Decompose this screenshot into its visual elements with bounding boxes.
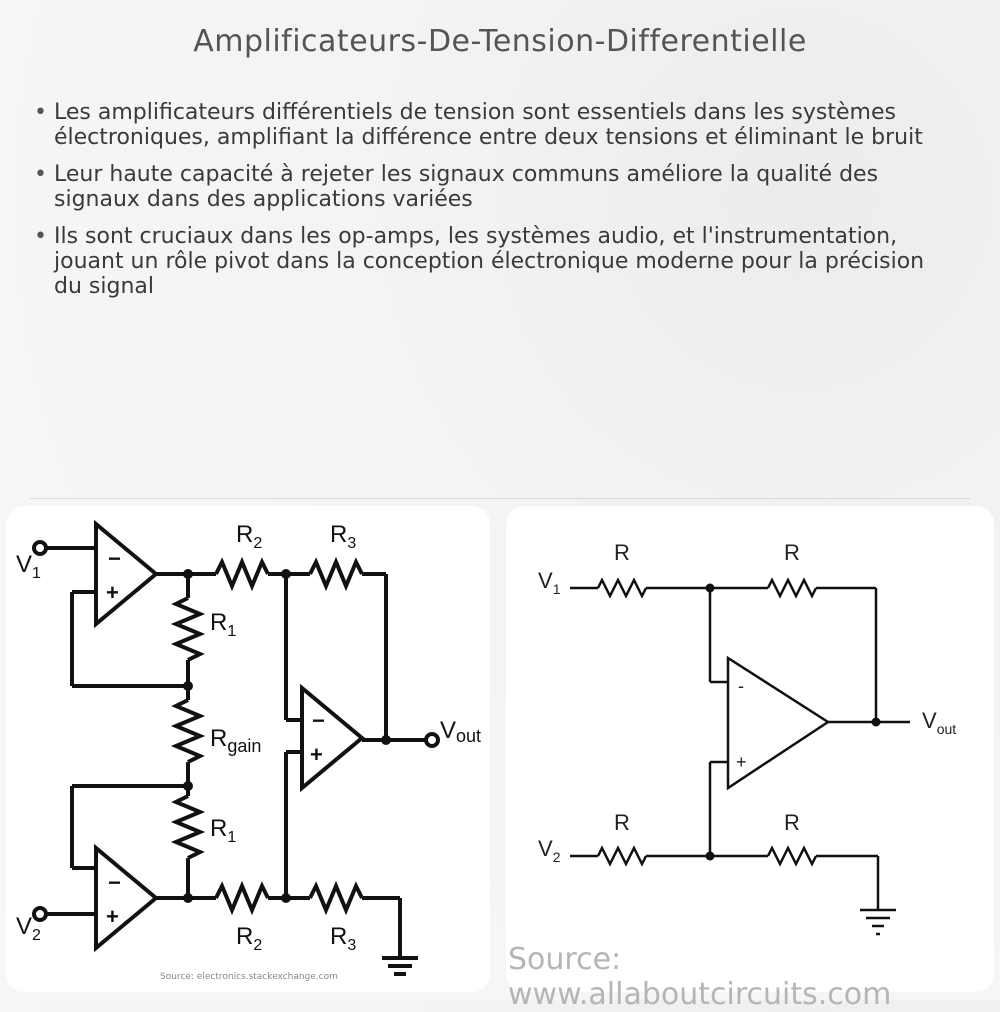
v2-terminal bbox=[32, 906, 48, 922]
node-dot bbox=[183, 681, 193, 691]
page-title: Amplificateurs-De-Tension-Differentielle bbox=[193, 24, 807, 59]
r2-bottom-label: R2 bbox=[236, 923, 262, 954]
difference-amplifier-panel: R R R R V1 V2 Vout - + bbox=[506, 506, 994, 992]
section-divider bbox=[30, 498, 970, 499]
opamp-plus: + bbox=[736, 752, 747, 772]
r-label: R bbox=[784, 540, 800, 565]
opamp bbox=[726, 655, 831, 791]
r1-bottom-label: R1 bbox=[210, 815, 236, 846]
v1-label: V1 bbox=[16, 551, 41, 582]
opamp-top bbox=[94, 519, 160, 629]
bullet-icon: • bbox=[34, 100, 47, 125]
opamp-bottom-minus: − bbox=[108, 870, 121, 895]
opamp-output bbox=[300, 683, 366, 793]
instrumentation-amplifier-panel: − + − + − + V1 V2 R2 R3 R1 Rgain R1 R2 R… bbox=[6, 506, 490, 992]
v2-label: V2 bbox=[16, 913, 41, 944]
r2-top-label: R2 bbox=[236, 521, 262, 552]
r-label: R bbox=[614, 810, 630, 835]
opamp-top-plus: + bbox=[106, 580, 119, 605]
v1-terminal bbox=[32, 540, 48, 556]
left-source-credit: Source: electronics.stackexchange.com bbox=[160, 972, 338, 982]
vout-terminal bbox=[424, 732, 440, 748]
node-dot bbox=[183, 781, 193, 791]
bullet-text: Ils sont cruciaux dans les op-amps, les … bbox=[54, 224, 925, 299]
bullet-item: • Les amplificateurs différentiels de ten… bbox=[34, 100, 954, 150]
bullet-item: • Ils sont cruciaux dans les op-amps, les… bbox=[34, 224, 954, 299]
vout-label: Vout bbox=[440, 717, 481, 746]
bullet-text: Leur haute capacité à rejeter les signau… bbox=[54, 162, 879, 212]
opamp-minus: - bbox=[738, 676, 744, 696]
opamp-out-minus: − bbox=[312, 708, 325, 733]
node-dot bbox=[381, 735, 391, 745]
node-dot bbox=[705, 851, 715, 861]
node-dot bbox=[183, 893, 193, 903]
r-label: R bbox=[784, 810, 800, 835]
v1-label: V1 bbox=[538, 568, 561, 597]
opamp-bottom bbox=[94, 843, 160, 953]
r-label: R bbox=[614, 540, 630, 565]
instrumentation-amplifier-diagram: − + − + − + V1 V2 R2 R3 R1 Rgain R1 R2 R… bbox=[16, 519, 481, 976]
node-dot bbox=[281, 569, 291, 579]
node-dot bbox=[705, 583, 715, 593]
rgain-label: Rgain bbox=[210, 725, 261, 756]
r3-top-label: R3 bbox=[330, 521, 356, 552]
right-source-credit: Source: www.allaboutcircuits.com bbox=[508, 942, 892, 1012]
bullet-icon: • bbox=[34, 224, 47, 249]
node-dot bbox=[871, 717, 881, 727]
opamp-bottom-plus: + bbox=[106, 904, 119, 929]
r3-bottom-label: R3 bbox=[330, 923, 356, 954]
node-dot bbox=[183, 569, 193, 579]
r1-top-label: R1 bbox=[210, 609, 236, 640]
opamp-out-plus: + bbox=[310, 742, 323, 767]
vout-label: Vout bbox=[922, 708, 956, 737]
bullet-icon: • bbox=[34, 162, 47, 187]
bullet-text: Les amplificateurs différentiels de tens… bbox=[54, 100, 923, 150]
v2-label: V2 bbox=[538, 836, 561, 865]
difference-amplifier-diagram: R R R R V1 V2 Vout - + bbox=[538, 540, 956, 936]
bullet-list: • Les amplificateurs différentiels de ten… bbox=[34, 100, 954, 311]
opamp-top-minus: − bbox=[108, 546, 121, 571]
bullet-item: • Leur haute capacité à rejeter les signa… bbox=[34, 162, 954, 212]
node-dot bbox=[281, 893, 291, 903]
